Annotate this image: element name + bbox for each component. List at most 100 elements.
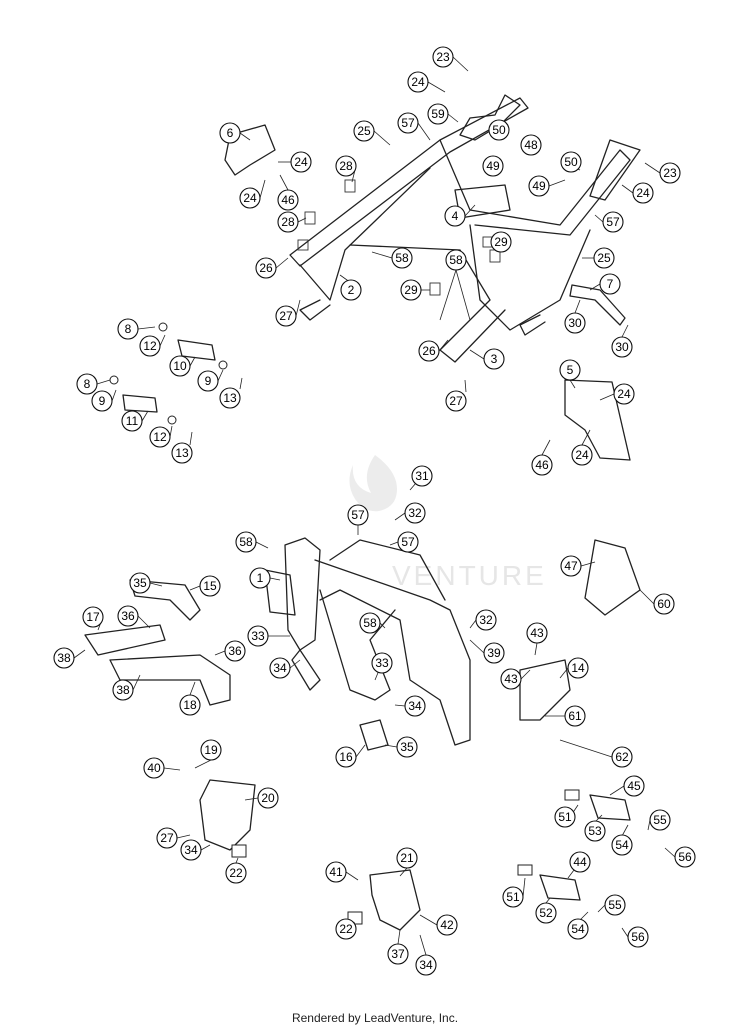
callout-c59: 17 [82,606,104,631]
svg-text:11: 11 [126,414,139,428]
callout-c52: 57 [389,531,419,553]
svg-text:43: 43 [530,626,544,640]
svg-text:31: 31 [415,469,429,483]
callout-c71: 43 [500,668,531,690]
callout-c68: 34 [269,657,301,679]
svg-text:37: 37 [391,947,405,961]
svg-text:34: 34 [408,699,422,713]
svg-text:57: 57 [401,116,415,130]
footer-credit: Rendered by LeadVenture, Inc. [291,1011,459,1025]
callout-c56: 35 [129,572,163,594]
svg-text:57: 57 [401,535,415,549]
svg-text:14: 14 [571,661,585,675]
svg-text:32: 32 [479,613,493,627]
callout-c66: 43 [526,622,548,656]
callout-c17: 46 [277,174,299,211]
svg-text:27: 27 [160,831,174,845]
svg-text:58: 58 [239,535,253,549]
svg-text:59: 59 [431,107,445,121]
svg-text:8: 8 [125,322,132,336]
callout-c18: 4 [444,204,476,227]
svg-text:28: 28 [339,159,353,173]
svg-text:50: 50 [564,155,578,169]
svg-text:18: 18 [183,698,197,712]
svg-text:58: 58 [449,253,463,267]
callout-c92: 44 [567,851,591,879]
callout-c37: 5 [559,359,581,389]
callout-c6: 25 [353,120,391,146]
callout-c89: 34 [180,839,211,861]
svg-text:3: 3 [491,352,498,366]
callout-c16: 24 [239,179,266,209]
callout-c60: 36 [117,605,151,629]
callout-c84: 55 [647,809,671,831]
callout-c80: 40 [143,757,181,779]
svg-text:34: 34 [184,843,198,857]
callout-c64: 36 [214,640,246,662]
callout-c36: 3 [469,348,505,370]
callout-c88: 56 [664,846,696,868]
svg-text:46: 46 [281,193,295,207]
svg-text:52: 52 [539,906,553,920]
svg-text:24: 24 [294,155,308,169]
svg-text:26: 26 [259,261,273,275]
callout-c4: 57 [397,112,431,141]
callout-c13: 23 [644,162,681,184]
callout-c65: 39 [469,639,505,664]
svg-text:58: 58 [395,251,409,265]
callout-c73: 18 [179,681,201,716]
callout-c34: 26 [418,339,449,362]
callout-c49: 31 [409,465,433,491]
callout-c30: 30 [564,299,586,334]
svg-text:57: 57 [351,508,365,522]
callout-c1: 23 [432,46,469,72]
svg-text:49: 49 [532,179,546,193]
svg-text:62: 62 [615,750,629,764]
svg-text:7: 7 [607,277,614,291]
svg-text:2: 2 [348,283,355,297]
svg-text:27: 27 [449,394,463,408]
callout-c48: 24 [571,429,593,466]
svg-text:32: 32 [408,506,422,520]
callout-c98: 22 [335,918,357,940]
callout-c45: 12 [149,425,173,448]
callout-c62: 58 [359,612,386,634]
svg-text:8: 8 [84,377,91,391]
svg-text:12: 12 [153,430,167,444]
callout-c21: 29 [490,231,512,253]
svg-text:44: 44 [573,855,587,869]
svg-text:41: 41 [329,865,343,879]
svg-text:38: 38 [116,683,130,697]
callout-c23: 58 [371,247,413,269]
svg-text:54: 54 [571,922,585,936]
svg-text:9: 9 [205,374,212,388]
callout-c94: 51 [502,877,526,908]
callout-c57: 15 [189,575,221,597]
main-frame-drawing [84,537,641,751]
callout-c3: 59 [427,103,459,125]
callout-c58: 60 [639,589,675,615]
callout-c54: 47 [560,555,596,577]
callout-c2: 24 [407,71,446,93]
svg-text:40: 40 [147,761,161,775]
svg-text:57: 57 [606,215,620,229]
svg-text:1: 1 [257,571,264,585]
callout-c101: 37 [387,929,409,965]
svg-text:43: 43 [504,672,518,686]
svg-text:13: 13 [223,391,237,405]
callout-c20: 28 [277,211,307,233]
svg-text:51: 51 [506,890,520,904]
svg-text:34: 34 [273,661,287,675]
svg-text:53: 53 [588,824,602,838]
callout-c19: 57 [594,211,624,233]
callout-c33: 30 [611,324,633,358]
callout-c79: 19 [194,739,222,769]
callout-c96: 52 [535,897,557,924]
callout-c63: 33 [247,625,290,647]
callout-c85: 53 [584,814,606,842]
callout-c10: 28 [335,155,357,183]
svg-text:16: 16 [339,750,353,764]
svg-text:24: 24 [411,75,425,89]
svg-text:26: 26 [422,344,436,358]
